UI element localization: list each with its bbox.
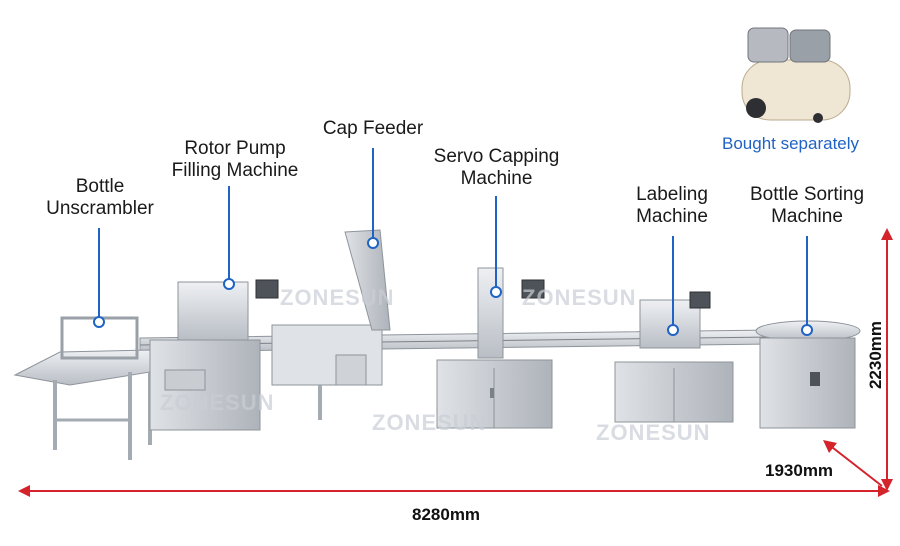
cap-feeder-machine <box>271 229 391 420</box>
label-bottle-sorting: Bottle Sorting Machine <box>749 184 865 227</box>
dimension-length: 8280mm <box>412 505 481 524</box>
bottle-sorting-machine <box>755 320 861 429</box>
air-compressor <box>741 27 851 123</box>
watermark: ZONESUN <box>372 410 487 435</box>
bottle-unscrambler-machine <box>13 316 152 460</box>
label-labeling: Labeling Machine <box>636 184 708 227</box>
label-servo-capping: Servo Capping Machine <box>433 146 560 189</box>
dimension-height: 2230mm <box>866 320 885 390</box>
label-bottle-unscrambler: Bottle Unscrambler <box>46 176 154 219</box>
dimension-width: 1930mm <box>765 461 834 480</box>
callout-lines <box>93 148 813 336</box>
bought-separately-note: Bought separately <box>722 134 860 153</box>
watermark: ZONESUN <box>596 420 711 445</box>
labeling-machine <box>614 291 734 423</box>
label-rotor-pump-filling: Rotor Pump Filling Machine <box>171 138 299 181</box>
dimension-arrows <box>18 228 893 497</box>
watermark: ZONESUN <box>280 285 395 310</box>
label-cap-feeder: Cap Feeder <box>322 118 424 139</box>
watermark: ZONESUN <box>522 285 637 310</box>
servo-capping-machine <box>436 267 553 429</box>
watermark: ZONESUN <box>160 390 275 415</box>
